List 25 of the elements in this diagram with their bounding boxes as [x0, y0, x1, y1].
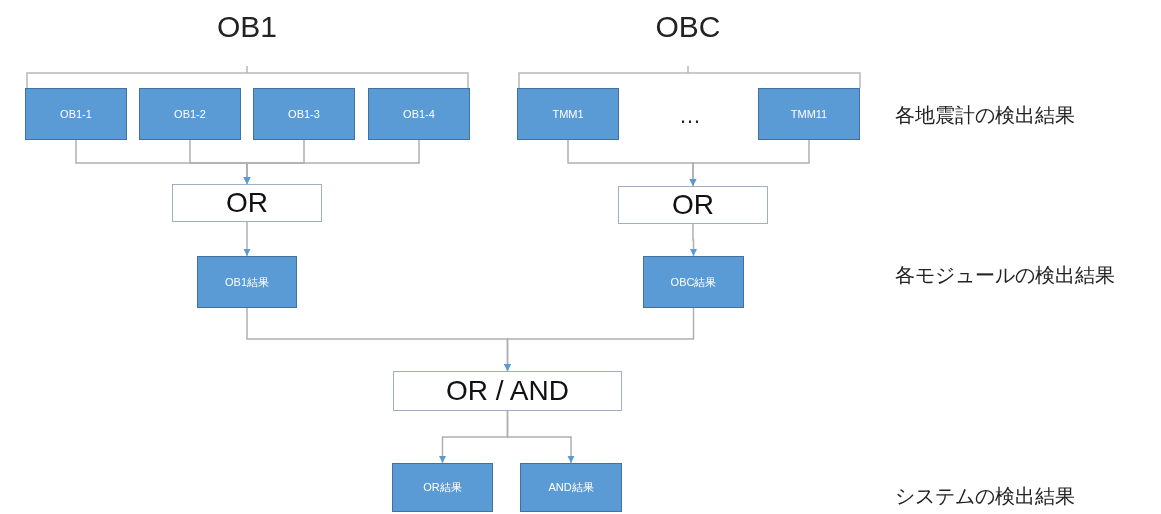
result-box: TMM11	[758, 88, 860, 140]
logic-gate-box: OR	[172, 184, 322, 222]
connector-arrow	[503, 307, 695, 372]
result-box: OB1-3	[253, 88, 355, 140]
result-box: OR結果	[392, 463, 493, 512]
logic-gate-box: OR	[618, 186, 768, 224]
connector-arrow	[243, 139, 420, 185]
result-box: TMM1	[517, 88, 619, 140]
group-title: OB1	[217, 10, 277, 44]
result-box: AND結果	[520, 463, 622, 512]
result-box: OBC結果	[643, 256, 744, 308]
level-label: 各地震計の検出結果	[895, 103, 1075, 128]
connector-arrow	[689, 223, 698, 257]
ellipsis: …	[679, 103, 701, 129]
result-box: OB1結果	[197, 256, 297, 308]
level-label: 各モジュールの検出結果	[895, 263, 1115, 288]
result-box: OB1-1	[25, 88, 127, 140]
connector-arrow	[506, 410, 575, 464]
connector-arrow	[243, 221, 251, 257]
group-title: OBC	[655, 10, 721, 44]
level-label: システムの検出結果	[895, 484, 1075, 509]
result-box: OB1-4	[368, 88, 470, 140]
logic-gate-box: OR / AND	[393, 371, 622, 411]
result-box: OB1-2	[139, 88, 241, 140]
connector-arrow	[689, 139, 810, 187]
